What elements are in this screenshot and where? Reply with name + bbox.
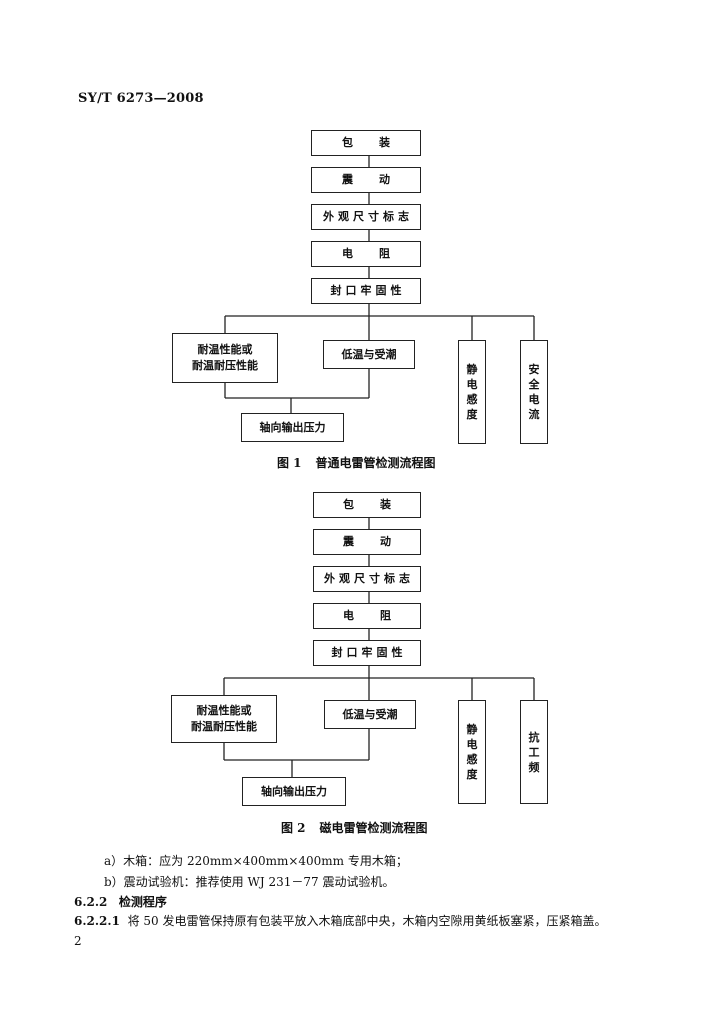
fig1-step-appearance: 外观尺寸标志 bbox=[311, 204, 421, 230]
fig2-branch-temperature: 耐温性能或 耐温耐压性能 bbox=[171, 695, 277, 743]
fig1-step-resistance: 电阻 bbox=[311, 241, 421, 267]
fig1-branch-static: 静电 感度 bbox=[458, 340, 486, 444]
fig1-branch-low-temp: 低温与受潮 bbox=[323, 340, 415, 369]
fig2-branch-anti-frequency: 抗工 频 bbox=[520, 700, 548, 804]
paragraph-6-2-2-1: 6.2.2.1 将 50 发电雷管保持原有包装平放入木箱底部中央，木箱内空隙用黄… bbox=[74, 914, 607, 928]
fig1-bottom-axial: 轴向输出压力 bbox=[241, 413, 344, 442]
fig2-step-resistance: 电阻 bbox=[313, 603, 421, 629]
fig1-branch-temperature: 耐温性能或 耐温耐压性能 bbox=[172, 333, 278, 383]
fig2-branch-low-temp: 低温与受潮 bbox=[324, 700, 416, 729]
fig2-bottom-axial: 轴向输出压力 bbox=[242, 777, 346, 806]
fig2-branch-static: 静电 感度 bbox=[458, 700, 486, 804]
fig1-step-vibration: 震动 bbox=[311, 167, 421, 193]
fig2-step-vibration: 震动 bbox=[313, 529, 421, 555]
list-item-a: a）木箱：应为 220mm×400mm×400mm 专用木箱； bbox=[104, 854, 408, 868]
fig2-step-appearance: 外观尺寸标志 bbox=[313, 566, 421, 592]
section-heading: 6.2.2 检测程序 bbox=[74, 895, 167, 909]
fig1-branch-safe-current: 安全 电流 bbox=[520, 340, 548, 444]
fig1-step-packaging: 包装 bbox=[311, 130, 421, 156]
list-item-b: b）震动试验机：推荐使用 WJ 231－77 震动试验机。 bbox=[104, 875, 395, 889]
fig2-step-packaging: 包装 bbox=[313, 492, 421, 518]
page-number: 2 bbox=[74, 934, 82, 948]
fig1-step-seal: 封口牢固性 bbox=[311, 278, 421, 304]
fig2-step-seal: 封口牢固性 bbox=[313, 640, 421, 666]
standard-code: SY/T 6273—2008 bbox=[78, 91, 204, 106]
